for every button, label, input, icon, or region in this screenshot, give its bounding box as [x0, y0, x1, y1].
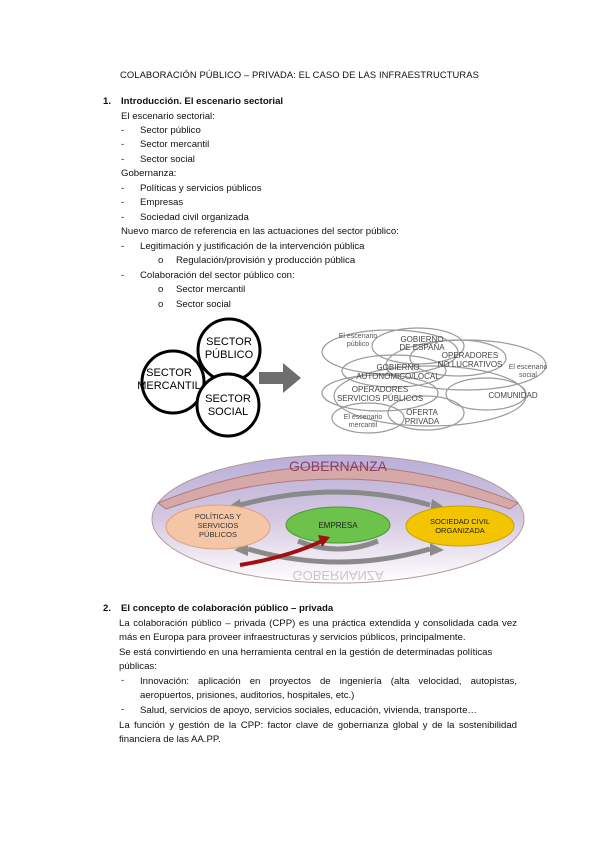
- dash-marker: -: [121, 125, 125, 136]
- ellipse-publico: [321, 329, 459, 375]
- politicas-label-2: SERVICIOS: [198, 521, 239, 530]
- sector-social-label-1: SECTOR: [205, 393, 251, 405]
- bullet-marker: o: [158, 299, 164, 310]
- politicas-node: [165, 504, 271, 550]
- ellipse-1: [371, 327, 465, 365]
- sector-mercantil-circle: [140, 349, 206, 415]
- cycle-arrow-middle: [297, 538, 379, 552]
- politicas-label-3: PÚBLICOS: [199, 530, 237, 539]
- empresa-label: EMPRESA: [318, 521, 358, 530]
- list-item: Nuevo marco de referencia en las actuaci…: [121, 226, 399, 237]
- paragraph-cpp-definition: La colaboración público – privada (CPP) …: [119, 618, 517, 644]
- gobernanza-title: GOBERNANZA: [289, 458, 388, 474]
- list-item: El escenario sectorial:: [121, 111, 215, 122]
- red-arrowhead-icon: [318, 535, 330, 547]
- list-item: Sector mercantil: [140, 139, 210, 150]
- list-item: Sector mercantil: [176, 284, 246, 295]
- dash-marker: -: [121, 154, 125, 165]
- red-arrow: [239, 539, 323, 567]
- politicas-label-1: POLÍTICAS Y: [195, 512, 241, 521]
- empresa-node: [285, 506, 391, 544]
- list-item: Legitimación y justificación de la inter…: [140, 241, 365, 252]
- dash-marker: -: [121, 212, 125, 223]
- gobernanza-band: [156, 465, 520, 510]
- list-item: Políticas y servicios públicos: [140, 183, 262, 194]
- gobernanza-diagram: GOBERNANZA GOBERNANZA POLÍTICAS Y SERVIC…: [151, 454, 525, 584]
- section-2-heading: El concepto de colaboración público – pr…: [121, 603, 334, 614]
- dash-marker: -: [121, 241, 125, 252]
- dash-marker: -: [121, 197, 125, 208]
- label-escenario-mercantil-2: mercantil: [349, 422, 378, 429]
- dash-marker: -: [121, 675, 125, 686]
- label-operadores-servicios-2: SERVICIOS PÚBLICOS: [337, 394, 423, 403]
- dash-marker: -: [121, 270, 125, 281]
- dash-marker: -: [121, 704, 125, 715]
- sectors-venn-diagram: SECTOR PÚBLICO SECTOR MERCANTIL SECTOR S…: [137, 317, 301, 438]
- dash-marker: -: [121, 183, 125, 194]
- label-operadores-servicios-1: OPERADORES: [352, 385, 408, 394]
- ellipse-5: [387, 395, 465, 431]
- cycle-arrow-bottom: [247, 546, 431, 565]
- paragraph-cpp-tool: Se está convirtiendo en una herramienta …: [119, 647, 493, 673]
- section-2-number: 2.: [103, 603, 112, 614]
- section-1-heading: Introducción. El escenario sectorial: [121, 96, 284, 107]
- ellipse-6: [445, 377, 527, 411]
- page-title: COLABORACIÓN PÚBLICO – PRIVADA: EL CASO …: [120, 69, 479, 80]
- sector-publico-label-2: PÚBLICO: [205, 348, 254, 361]
- label-operadores-no-lucrativos-1: OPERADORES: [442, 351, 498, 360]
- bullet-innovacion: Innovación: aplicación en proyectos de i…: [140, 676, 517, 702]
- list-item: Gobernanza:: [121, 168, 177, 179]
- label-escenario-social-2: social: [519, 372, 537, 379]
- list-item: Sector público: [140, 125, 201, 136]
- list-item: Sector social: [176, 299, 231, 310]
- list-item: Regulación/provisión y producción públic…: [176, 255, 356, 266]
- sector-publico-label-1: SECTOR: [206, 336, 252, 348]
- label-oferta-privada-2: PRIVADA: [405, 417, 440, 426]
- scenario-ellipses-diagram: El escenario público El escenario social…: [321, 327, 548, 434]
- sociedad-label-1: SOCIEDAD CIVIL: [430, 517, 490, 526]
- label-gobierno-espana-1: GOBIERNO: [400, 335, 443, 344]
- bullet-salud: Salud, servicios de apoyo, servicios soc…: [140, 705, 478, 716]
- ellipse-7: [331, 402, 405, 434]
- bullet-marker: o: [158, 284, 164, 295]
- section-1-number: 1.: [103, 96, 112, 107]
- sector-social-circle: [195, 372, 261, 438]
- cycle-arrow-top: [239, 489, 431, 508]
- list-item: Empresas: [140, 197, 184, 208]
- label-gobierno-espana-2: DE ESPAÑA: [399, 343, 445, 352]
- label-escenario-publico-1: El escenario: [339, 333, 378, 340]
- label-operadores-no-lucrativos-2: NO LUCRATIVOS: [438, 360, 503, 369]
- sector-social-label-2: SOCIAL: [208, 406, 248, 418]
- sociedad-label-2: ORGANIZADA: [435, 526, 485, 535]
- list-item: Sociedad civil organizada: [140, 212, 249, 223]
- label-gobierno-autonomico-1: GOBIERNO: [376, 363, 419, 372]
- label-gobierno-autonomico-2: AUTONÓMICO/LOCAL: [356, 372, 440, 381]
- ellipse-2: [341, 354, 447, 388]
- label-escenario-publico-2: público: [347, 341, 369, 348]
- dash-marker: -: [121, 139, 125, 150]
- paragraph-cpp-function: La función y gestión de la CPP: factor c…: [119, 720, 517, 746]
- list-item: Sector social: [140, 154, 195, 165]
- sociedad-civil-node: [405, 505, 515, 547]
- sector-mercantil-label-1: SECTOR: [146, 367, 192, 379]
- sector-mercantil-label-2: MERCANTIL: [137, 380, 201, 392]
- list-item: Colaboración del sector público con:: [140, 270, 295, 281]
- label-oferta-privada-1: OFERTA: [406, 408, 438, 417]
- bullet-marker: o: [158, 255, 164, 266]
- arrow-right-icon: [259, 363, 301, 393]
- label-escenario-mercantil-1: El escenario: [344, 414, 383, 421]
- label-escenario-social-1: El escenario: [509, 364, 548, 371]
- gobernanza-reflection: GOBERNANZA: [292, 568, 383, 583]
- ellipse-3: [409, 339, 507, 377]
- label-comunidad: COMUNIDAD: [488, 391, 538, 400]
- arrowhead-icon: [430, 543, 444, 556]
- ellipse-4: [321, 374, 439, 412]
